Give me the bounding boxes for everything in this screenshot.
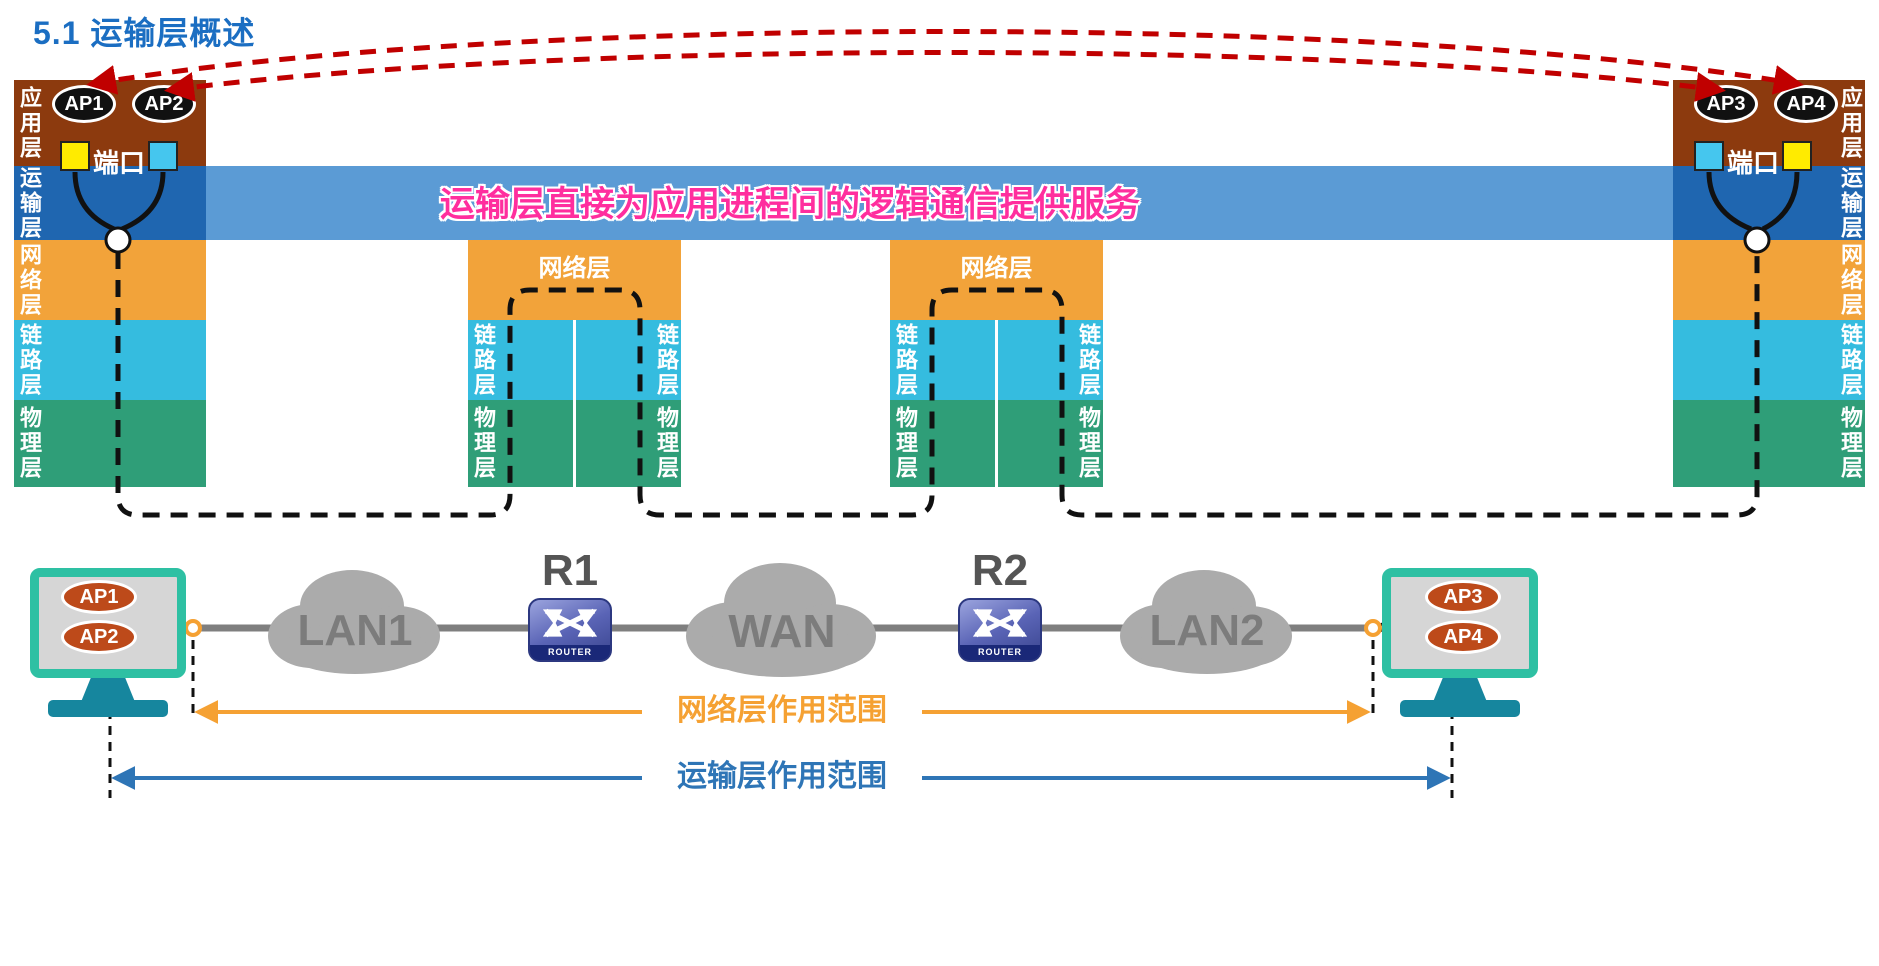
router-device-label: ROUTER (530, 645, 610, 660)
left-monitor-pedestal (81, 678, 135, 702)
left-nic-port-dot (184, 619, 202, 637)
ap1-process-oval: AP1 (52, 85, 116, 123)
right-monitor-stand-base (1400, 700, 1520, 717)
router-arrows-icon (972, 608, 1028, 638)
left-computer-monitor: AP1 AP2 (30, 568, 186, 678)
left-transport-layer-label: 运输层 (17, 166, 42, 241)
lan2-label: LAN2 (1149, 606, 1265, 655)
logical-channel-arrow-outer (86, 29, 1804, 95)
wan-label: WAN (728, 605, 836, 657)
port-yellow-square (1782, 141, 1812, 171)
right-physical-layer-label: 物理层 (1838, 406, 1863, 481)
ap2-process-oval: AP2 (132, 85, 196, 123)
router1-icon: ROUTER (528, 598, 612, 662)
left-host-stack: 应用层 运输层 网络层 链路层 物理层 AP1 AP2 端口 (14, 80, 206, 487)
router2-right-link-label: 链路层 (1076, 323, 1101, 398)
right-computer-monitor: AP3 AP4 (1382, 568, 1538, 678)
router2-protocol-stack: 网络层 链路层 链路层 物理层 物理层 (890, 240, 1103, 487)
router1-left-link-label: 链路层 (471, 323, 496, 398)
router2-left-physical-label: 物理层 (893, 406, 918, 481)
bottom-ap3-oval: AP3 (1425, 580, 1501, 614)
transport-band (206, 166, 1673, 240)
ap4-process-oval: AP4 (1774, 85, 1838, 123)
router1-right-physical-label: 物理层 (654, 406, 679, 481)
banner-text: 运输层直接为应用进程间的逻辑通信提供服务 (439, 185, 1140, 224)
right-app-layer-label: 应用层 (1838, 86, 1863, 161)
transport-scope-label: 运输层作用范围 (642, 758, 922, 796)
port-label: 端口 (1726, 148, 1779, 178)
router1-protocol-stack: 网络层 链路层 链路层 物理层 物理层 (468, 240, 681, 487)
network-scope-label: 网络层作用范围 (642, 692, 922, 730)
router-arrows-icon (542, 608, 598, 638)
page-title: 5.1 运输层概述 (33, 15, 256, 51)
right-transport-layer-label: 运输层 (1838, 166, 1863, 241)
router1-name-label: R1 (541, 546, 599, 595)
right-network-layer-label: 网络层 (1838, 243, 1863, 318)
ap3-process-oval: AP3 (1694, 85, 1758, 123)
router1-left-physical-label: 物理层 (471, 406, 496, 481)
right-link-layer-label: 链路层 (1838, 323, 1863, 398)
right-nic-port-dot (1364, 619, 1382, 637)
bottom-ap1-oval: AP1 (61, 580, 137, 614)
bottom-ap4-oval: AP4 (1425, 620, 1501, 654)
right-monitor-pedestal (1433, 678, 1487, 702)
router-device-label: ROUTER (960, 645, 1040, 660)
port-cyan-square (148, 141, 178, 171)
router1-network-layer-label: 网络层 (538, 255, 611, 282)
router2-name-label: R2 (971, 546, 1029, 595)
router2-interface-divider (995, 320, 998, 487)
router2-network-layer-label: 网络层 (960, 255, 1033, 282)
router2-left-link-label: 链路层 (893, 323, 918, 398)
logical-channel-arrow-inner (164, 50, 1726, 102)
port-yellow-square (60, 141, 90, 171)
left-app-layer-label: 应用层 (17, 86, 42, 161)
router2-icon: ROUTER (958, 598, 1042, 662)
lan1-label: LAN1 (297, 606, 413, 655)
left-monitor-stand-base (48, 700, 168, 717)
router1-right-link-label: 链路层 (654, 323, 679, 398)
router1-interface-divider (573, 320, 576, 487)
router2-right-physical-label: 物理层 (1076, 406, 1101, 481)
left-network-layer-label: 网络层 (17, 243, 42, 318)
bottom-ap2-oval: AP2 (61, 620, 137, 654)
left-link-layer-label: 链路层 (17, 323, 42, 398)
left-physical-layer-label: 物理层 (17, 406, 42, 481)
right-host-stack: 应用层 运输层 网络层 链路层 物理层 AP3 AP4 端口 (1673, 80, 1865, 487)
port-cyan-square (1694, 141, 1724, 171)
port-label: 端口 (92, 148, 145, 178)
